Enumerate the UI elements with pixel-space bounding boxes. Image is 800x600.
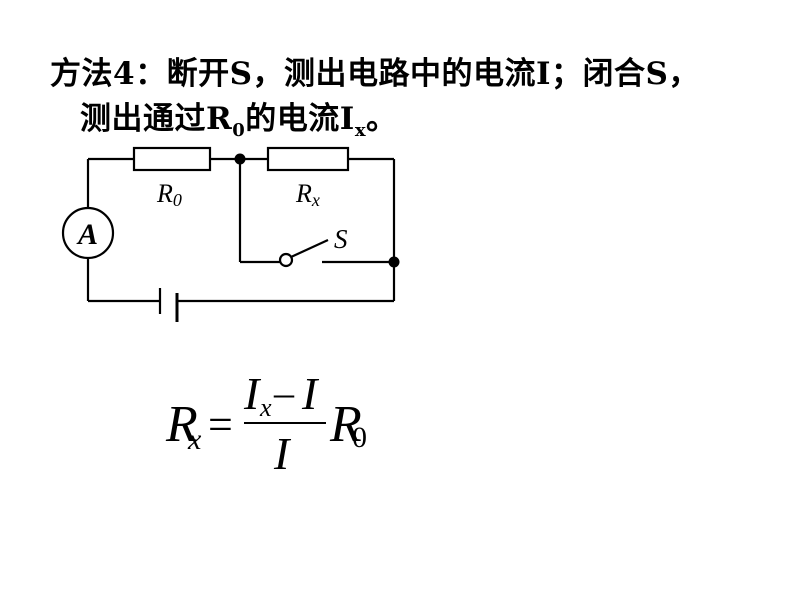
ammeter <box>61 206 115 260</box>
formula-equals: = <box>208 400 233 449</box>
formula-rhs-sub: 0 <box>352 421 367 454</box>
formula-num-i1: I <box>244 368 260 419</box>
problem-text-line2: 测出通过R0的电流Ix。 <box>80 93 398 141</box>
formula-lhs: R <box>166 396 198 453</box>
formula-num-i1-sub: x <box>260 393 272 422</box>
switch-pivot <box>278 252 294 268</box>
resistor-r0 <box>132 146 212 172</box>
junction-right <box>388 256 400 268</box>
switch-blade <box>290 239 329 258</box>
formula-lhs-sub: x <box>188 423 202 456</box>
label-rx: Rx <box>295 179 320 210</box>
formula-num-i2: I <box>302 368 318 419</box>
line2-sub-0: 0 <box>232 120 246 141</box>
formula-rhs: R <box>330 396 362 453</box>
label-switch: S <box>334 224 348 254</box>
fraction-bar <box>244 422 326 424</box>
line2-sub-x: x <box>354 120 367 141</box>
label-r0: R0 <box>156 179 182 210</box>
junction-top <box>234 153 246 165</box>
formula-minus: – <box>274 370 294 415</box>
formula: R x = I x – I I R 0 <box>166 368 406 485</box>
ammeter-label: A <box>76 218 98 251</box>
line2-main: 测出通过R <box>80 101 233 137</box>
line2-end: 。 <box>366 101 398 137</box>
line2-mid: 的电流I <box>245 101 355 137</box>
formula-den: I <box>274 428 290 479</box>
problem-text-line1: 方法4：断开S，测出电路中的电流I；闭合S， <box>50 56 700 92</box>
resistor-rx <box>266 146 350 172</box>
